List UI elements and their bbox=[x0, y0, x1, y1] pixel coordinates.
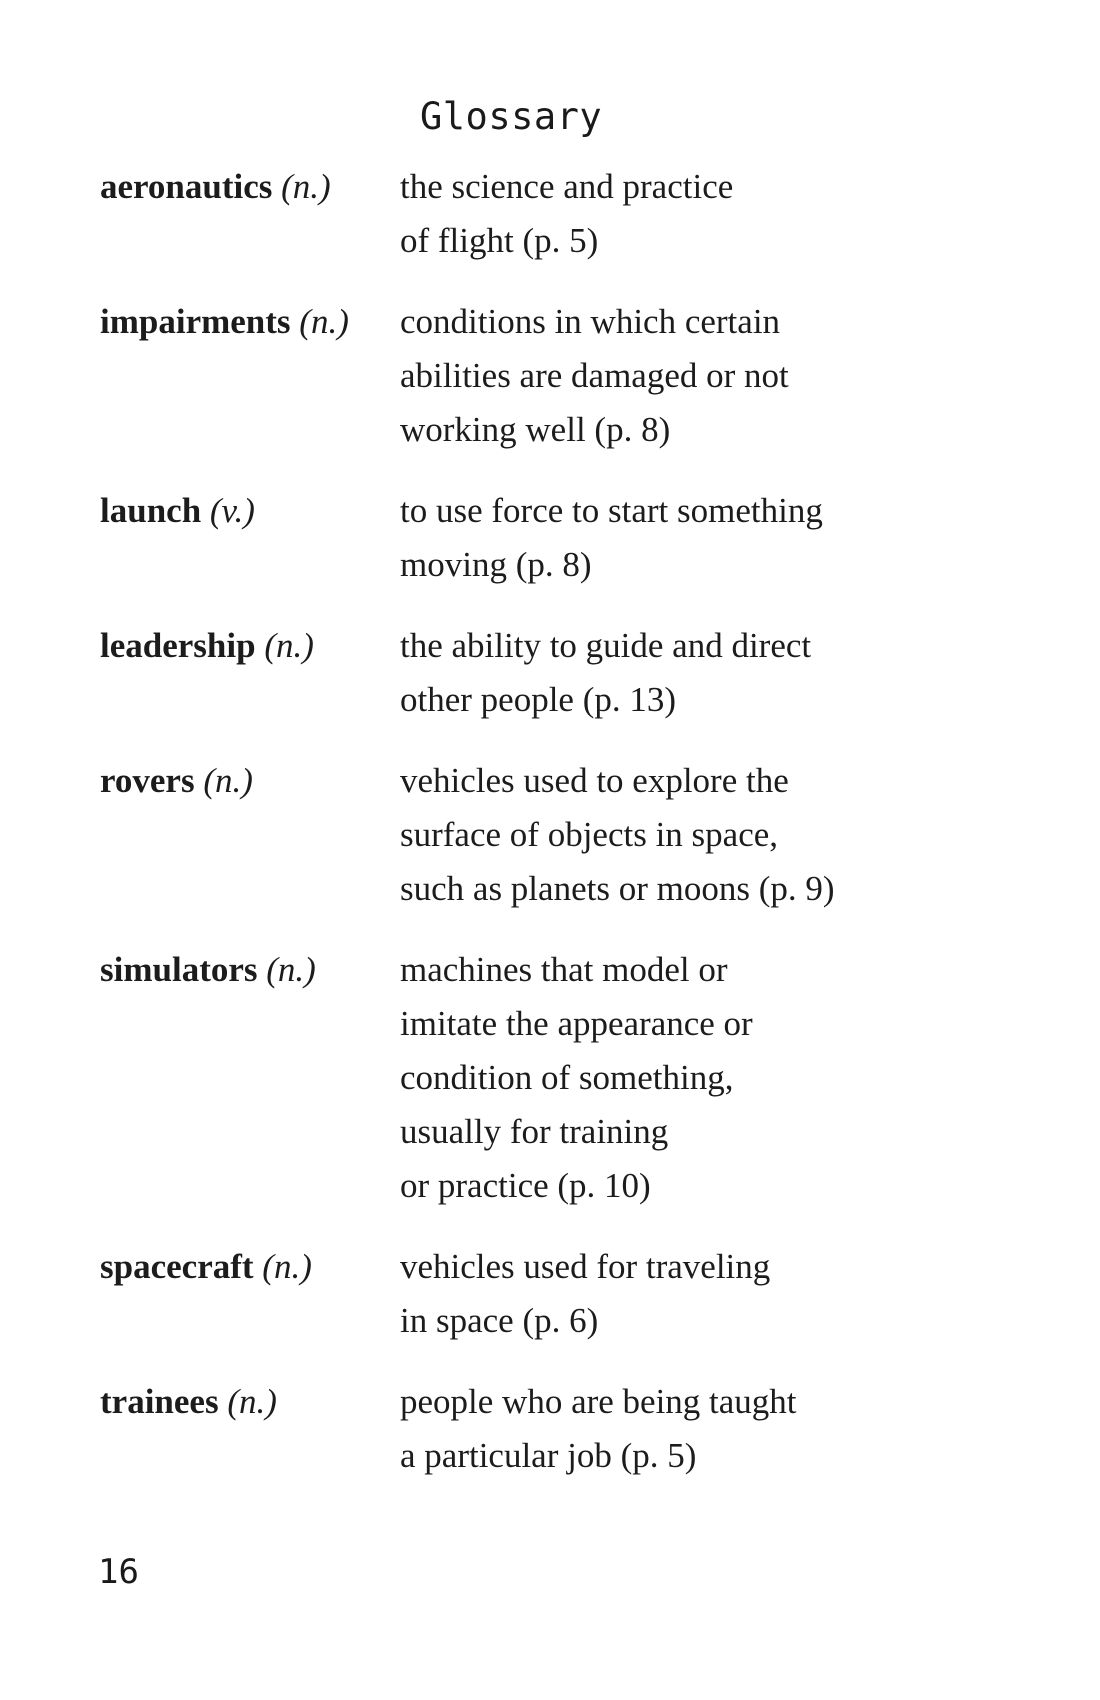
term-word: spacecraft bbox=[100, 1247, 254, 1286]
term-word: aeronautics bbox=[100, 167, 273, 206]
definition-line: to use force to start something bbox=[400, 491, 823, 530]
term-word: impairments bbox=[100, 302, 291, 341]
glossary-entry: launch (v.) to use force to start someth… bbox=[100, 484, 980, 592]
definition-line: a particular job (p. 5) bbox=[400, 1436, 697, 1475]
definition-line: other people (p. 13) bbox=[400, 680, 677, 719]
glossary-definition: people who are being taught a particular… bbox=[400, 1375, 980, 1483]
definition-line: moving (p. 8) bbox=[400, 545, 592, 584]
definition-line: of flight (p. 5) bbox=[400, 221, 599, 260]
term-word: leadership bbox=[100, 626, 256, 665]
definition-line: the ability to guide and direct bbox=[400, 626, 812, 665]
glossary-entry: spacecraft (n.) vehicles used for travel… bbox=[100, 1240, 980, 1348]
definition-line: imitate the appearance or bbox=[400, 1004, 753, 1043]
term-word: launch bbox=[100, 491, 202, 530]
glossary-term: simulators (n.) bbox=[100, 943, 400, 997]
definition-line: in space (p. 6) bbox=[400, 1301, 599, 1340]
definition-line: working well (p. 8) bbox=[400, 410, 671, 449]
term-word: rovers bbox=[100, 761, 195, 800]
definition-line: such as planets or moons (p. 9) bbox=[400, 869, 835, 908]
glossary-entry: simulators (n.) machines that model or i… bbox=[100, 943, 980, 1213]
part-of-speech: (n.) bbox=[299, 302, 349, 341]
glossary-entry: aeronautics (n.) the science and practic… bbox=[100, 160, 980, 268]
glossary-entry: impairments (n.) conditions in which cer… bbox=[100, 295, 980, 457]
definition-line: surface of objects in space, bbox=[400, 815, 779, 854]
part-of-speech: (n.) bbox=[264, 626, 314, 665]
definition-line: conditions in which certain bbox=[400, 302, 781, 341]
glossary-definition: vehicles used for traveling in space (p.… bbox=[400, 1240, 980, 1348]
definition-line: usually for training bbox=[400, 1112, 669, 1151]
part-of-speech: (n.) bbox=[262, 1247, 312, 1286]
page-title: Glossary bbox=[420, 95, 603, 138]
glossary-definition: to use force to start something moving (… bbox=[400, 484, 980, 592]
term-word: trainees bbox=[100, 1382, 219, 1421]
definition-line: vehicles used for traveling bbox=[400, 1247, 771, 1286]
glossary-term: launch (v.) bbox=[100, 484, 400, 538]
glossary-term: leadership (n.) bbox=[100, 619, 400, 673]
glossary-entry: rovers (n.) vehicles used to explore the… bbox=[100, 754, 980, 916]
glossary-definition: the science and practice of flight (p. 5… bbox=[400, 160, 980, 268]
glossary-list: aeronautics (n.) the science and practic… bbox=[100, 160, 980, 1510]
glossary-term: impairments (n.) bbox=[100, 295, 400, 349]
part-of-speech: (n.) bbox=[203, 761, 253, 800]
definition-line: condition of something, bbox=[400, 1058, 734, 1097]
glossary-definition: vehicles used to explore the surface of … bbox=[400, 754, 980, 916]
glossary-term: spacecraft (n.) bbox=[100, 1240, 400, 1294]
glossary-definition: the ability to guide and direct other pe… bbox=[400, 619, 980, 727]
glossary-term: aeronautics (n.) bbox=[100, 160, 400, 214]
part-of-speech: (n.) bbox=[227, 1382, 277, 1421]
part-of-speech: (n.) bbox=[281, 167, 331, 206]
part-of-speech: (n.) bbox=[266, 950, 316, 989]
definition-line: people who are being taught bbox=[400, 1382, 797, 1421]
term-word: simulators bbox=[100, 950, 258, 989]
definition-line: abilities are damaged or not bbox=[400, 356, 789, 395]
definition-line: machines that model or bbox=[400, 950, 728, 989]
glossary-term: rovers (n.) bbox=[100, 754, 400, 808]
glossary-definition: machines that model or imitate the appea… bbox=[400, 943, 980, 1213]
glossary-definition: conditions in which certain abilities ar… bbox=[400, 295, 980, 457]
page-number: 16 bbox=[98, 1552, 139, 1592]
glossary-term: trainees (n.) bbox=[100, 1375, 400, 1429]
definition-line: or practice (p. 10) bbox=[400, 1166, 651, 1205]
definition-line: the science and practice bbox=[400, 167, 734, 206]
definition-line: vehicles used to explore the bbox=[400, 761, 789, 800]
part-of-speech: (v.) bbox=[209, 491, 255, 530]
glossary-entry: leadership (n.) the ability to guide and… bbox=[100, 619, 980, 727]
glossary-entry: trainees (n.) people who are being taugh… bbox=[100, 1375, 980, 1483]
